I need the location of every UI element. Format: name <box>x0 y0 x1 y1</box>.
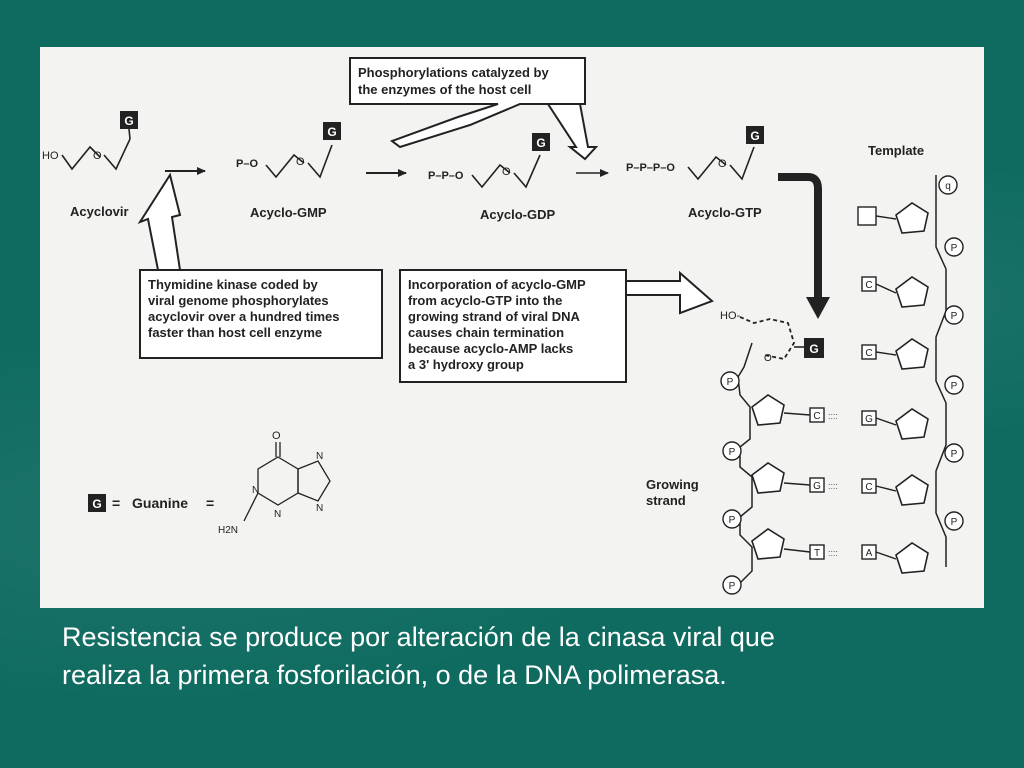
svg-text:O: O <box>296 156 305 168</box>
svg-text:G: G <box>92 497 101 511</box>
label-acyclo-gtp: Acyclo-GTP <box>688 205 762 220</box>
svg-text:G: G <box>813 481 821 492</box>
acyclovir-mechanism-figure: HO O G Acyclovir P–O O G Acyclo-GMP P–P–… <box>40 47 984 608</box>
guanine-g-box <box>804 338 824 358</box>
svg-text:=: = <box>112 495 120 511</box>
svg-text:causes chain termination: causes chain termination <box>408 325 564 340</box>
svg-text:C: C <box>865 280 872 291</box>
svg-text:N: N <box>274 509 281 520</box>
label-acyclo-gmp: Acyclo-GMP <box>250 205 327 220</box>
svg-text:N: N <box>316 451 323 462</box>
svg-text:HO-: HO- <box>720 310 741 322</box>
svg-text:P: P <box>729 447 736 458</box>
svg-text:O: O <box>502 166 511 178</box>
svg-text:H2N: H2N <box>218 525 238 536</box>
svg-text:HO: HO <box>42 150 59 162</box>
acyclovir-structure: HO O G <box>42 111 138 171</box>
svg-text:Thymidine kinase coded by: Thymidine kinase coded by <box>148 277 319 292</box>
svg-text:N: N <box>252 485 259 496</box>
growing-strand: HO- O G P P P P C :::: <box>720 310 838 595</box>
svg-text:O: O <box>93 150 102 162</box>
caption-line-2: realiza la primera fosforilación, o de l… <box>62 660 727 690</box>
svg-text:C: C <box>813 411 820 422</box>
svg-text:C: C <box>865 348 872 359</box>
growing-phosphates: P P P P <box>720 371 742 595</box>
svg-text:P: P <box>729 581 736 592</box>
guanine-structure: O N N N N H2N <box>218 430 331 536</box>
slide-caption: Resistencia se produce por alteración de… <box>62 618 1002 694</box>
acyclo-gdp-structure: P–P–O O G <box>428 133 550 189</box>
template-strand: q P P P P P C C <box>857 175 964 574</box>
svg-text:P: P <box>951 517 958 528</box>
callout-host-enzymes: Phosphorylations catalyzed by the enzyme… <box>349 57 599 161</box>
incorporation-arrow <box>778 173 830 319</box>
svg-text:G: G <box>124 114 133 128</box>
guanine-g-box <box>120 111 138 129</box>
svg-text:::::: :::: <box>828 548 838 558</box>
svg-text:viral genome phosphorylates: viral genome phosphorylates <box>148 293 329 308</box>
svg-text:P: P <box>951 311 958 322</box>
caption-line-1: Resistencia se produce por alteración de… <box>62 622 775 652</box>
svg-text:acyclovir over a hundred times: acyclovir over a hundred times <box>148 309 339 324</box>
svg-text:P: P <box>951 381 958 392</box>
guanine-g-box <box>746 126 764 144</box>
svg-text:P: P <box>729 515 736 526</box>
label-template: Template <box>868 143 924 158</box>
legend-guanine-label: Guanine <box>132 495 188 511</box>
svg-text:P–P–P–O: P–P–P–O <box>626 162 675 174</box>
guanine-g-box <box>532 133 550 151</box>
template-phosphates: P P P P P <box>944 237 964 531</box>
template-bases: C C G C A <box>857 206 897 560</box>
svg-text:P: P <box>951 243 958 254</box>
svg-text:P: P <box>951 449 958 460</box>
svg-text:growing strand of viral DNA: growing strand of viral DNA <box>408 309 581 324</box>
guanine-g-box <box>88 494 106 512</box>
label-growing-1: Growing <box>646 477 699 492</box>
svg-text:T: T <box>814 548 820 559</box>
svg-text:N: N <box>316 503 323 514</box>
svg-text:Phosphorylations catalyzed by: Phosphorylations catalyzed by <box>358 65 549 80</box>
svg-text:A: A <box>866 548 873 559</box>
svg-text:faster than host cell enzyme: faster than host cell enzyme <box>148 325 322 340</box>
mechanism-diagram: HO O G Acyclovir P–O O G Acyclo-GMP P–P–… <box>42 57 964 595</box>
callout-thymidine-kinase: Thymidine kinase coded by viral genome p… <box>137 172 383 359</box>
svg-text:P–P–O: P–P–O <box>428 170 464 182</box>
svg-text:=: = <box>206 495 214 511</box>
acyclo-gtp-structure: P–P–P–O O G <box>626 126 764 181</box>
label-acyclovir: Acyclovir <box>70 204 129 219</box>
acyclo-gmp-structure: P–O O G <box>236 122 341 179</box>
svg-text:G: G <box>865 414 873 425</box>
svg-text:G: G <box>536 136 545 150</box>
svg-text:P: P <box>727 377 734 388</box>
svg-text:q: q <box>945 181 951 192</box>
label-acyclo-gdp: Acyclo-GDP <box>480 207 555 222</box>
svg-text:O: O <box>718 158 727 170</box>
svg-text:O: O <box>764 353 772 364</box>
label-growing-2: strand <box>646 493 686 508</box>
svg-text:Incorporation of acyclo-GMP: Incorporation of acyclo-GMP <box>408 277 586 292</box>
svg-text:C: C <box>865 482 872 493</box>
svg-text:because acyclo-AMP lacks: because acyclo-AMP lacks <box>408 341 573 356</box>
svg-text:a 3' hydroxy group: a 3' hydroxy group <box>408 357 524 372</box>
svg-text:P–O: P–O <box>236 158 258 170</box>
svg-text:::::: :::: <box>828 411 838 421</box>
svg-text:G: G <box>809 342 818 356</box>
svg-text:G: G <box>750 129 759 143</box>
svg-text:the enzymes of the host cell: the enzymes of the host cell <box>358 82 531 97</box>
growing-bases: C :::: G :::: T :::: <box>783 407 838 560</box>
svg-text:from acyclo-GTP into the: from acyclo-GTP into the <box>408 293 562 308</box>
svg-text:G: G <box>327 125 336 139</box>
callout-incorporation: Incorporation of acyclo-GMP from acyclo-… <box>399 269 714 383</box>
guanine-legend: G = Guanine = O N N N N H2N <box>88 430 331 536</box>
svg-text:::::: :::: <box>828 481 838 491</box>
guanine-g-box <box>323 122 341 140</box>
svg-text:O: O <box>272 430 281 442</box>
